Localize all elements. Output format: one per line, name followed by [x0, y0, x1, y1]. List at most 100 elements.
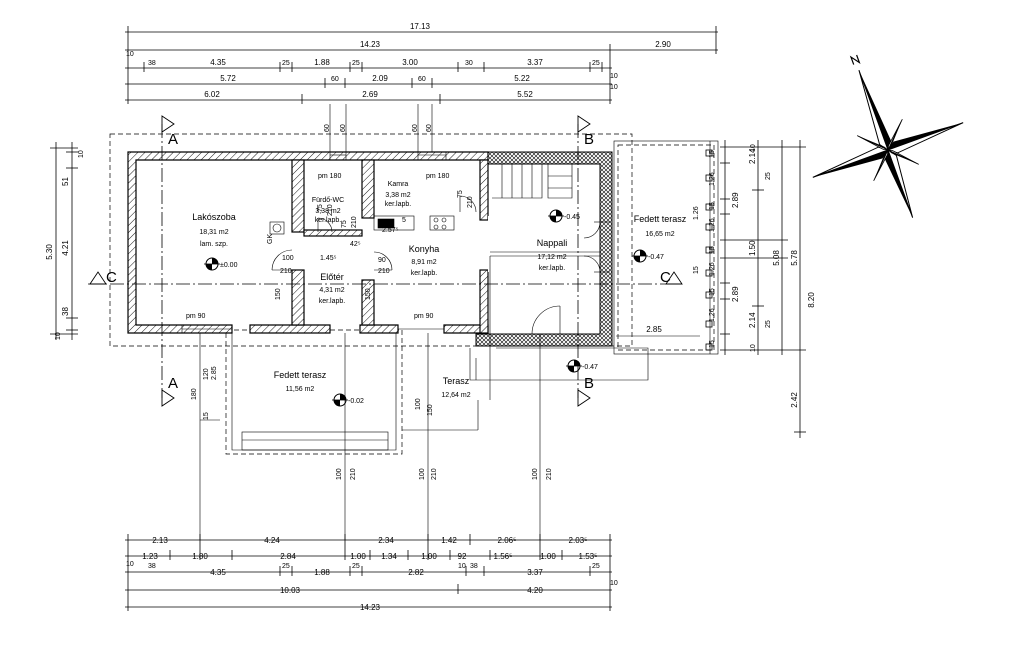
dim: 2.06⁵: [498, 536, 517, 545]
svg-text:ker.lapb.: ker.lapb.: [315, 217, 342, 224]
dim: pm 180: [426, 173, 449, 180]
dim: 8.20: [807, 292, 816, 308]
dim: 210: [546, 468, 553, 480]
windows: [181, 152, 447, 333]
dim: 1.26: [709, 262, 716, 276]
svg-text:Nappali: Nappali: [537, 238, 568, 248]
level-markers: ±0.00 -0.45 -0.47 -0.47 -0.02: [204, 209, 664, 407]
svg-text:ker.lapb.: ker.lapb.: [385, 201, 412, 208]
room-eloter: Előtér 4,31 m2 ker.lapb.: [319, 272, 346, 305]
dim: 25: [592, 563, 600, 570]
dim: 15: [709, 288, 716, 296]
dim: 2.89: [731, 192, 740, 208]
dim: 10: [610, 84, 618, 91]
right-dimensions: 15 1.26 15 1.26 15 1.26 15 1.26 15 1.26 …: [693, 140, 816, 438]
section-mark-b-bottom: B: [584, 375, 594, 392]
dim: 1.26: [709, 218, 716, 232]
dim: 100: [415, 398, 422, 410]
dim: 90: [378, 257, 386, 264]
room-furdo-wc: Fürdő-WC 3,38 m2 ker.lapb.: [312, 197, 344, 224]
section-mark-a-bottom: A: [168, 375, 178, 392]
dim: 15: [709, 150, 716, 158]
dim: 2.89: [731, 286, 740, 302]
dim: 25: [765, 320, 772, 328]
level-marker-icon: [332, 393, 348, 407]
dim: 38: [148, 563, 156, 570]
svg-text:12,64 m2: 12,64 m2: [441, 392, 470, 399]
section-lines: A A B B C C: [88, 115, 683, 407]
dim: 2.14: [748, 312, 757, 328]
dim-top-total: 17.13: [410, 22, 431, 31]
room-fedett-terasz-south: Fedett terasz 11,56 m2: [274, 370, 327, 393]
dim: 2.85: [646, 325, 662, 334]
dim: 15: [709, 246, 716, 254]
dim: 75: [457, 190, 464, 198]
dim: 10: [78, 150, 85, 158]
terrace-outlines: [109, 133, 719, 455]
dim: 1.56⁵: [494, 552, 513, 561]
dim: 4.35: [210, 58, 226, 67]
svg-text:-0.47: -0.47: [582, 364, 598, 371]
dim: 210: [280, 268, 292, 275]
room-kamra: Kamra 3,38 m2 ker.lapb.: [385, 181, 412, 208]
terrace-posts: [705, 149, 713, 351]
svg-text:-0.02: -0.02: [348, 398, 364, 405]
section-mark-a-top: A: [168, 131, 178, 148]
room-lakoszoba: Lakószoba 18,31 m2 lam. szp.: [192, 212, 236, 248]
dim: 210: [350, 468, 357, 480]
dim: 1.00: [350, 552, 366, 561]
dim: 60: [331, 76, 339, 83]
dim: 10: [126, 51, 134, 58]
svg-text:3,38 m2: 3,38 m2: [315, 208, 340, 215]
dim: 210: [378, 268, 390, 275]
doors: [271, 195, 610, 335]
dim: 5.22: [514, 74, 530, 83]
dim: 2.09: [372, 74, 388, 83]
dim: 10: [750, 344, 757, 352]
dim: 10: [458, 563, 466, 570]
dim: 5: [402, 217, 406, 224]
dim: 5.08: [772, 250, 781, 266]
svg-text:Kamra: Kamra: [388, 181, 409, 188]
dim: 210: [467, 196, 474, 208]
svg-text:Előtér: Előtér: [320, 272, 344, 282]
dim: 75: [317, 204, 324, 212]
dim: 5.72: [220, 74, 236, 83]
dim-top-r1-a: 14.23: [360, 40, 381, 49]
dim: 3.37: [527, 58, 543, 67]
svg-text:4,31 m2: 4,31 m2: [319, 287, 344, 294]
dim: 3.00: [402, 58, 418, 67]
dim: 10: [126, 561, 134, 568]
svg-text:16,65 m2: 16,65 m2: [645, 231, 674, 238]
dim: 150: [365, 288, 372, 300]
dim: 1.45⁵: [320, 255, 337, 262]
dim: 30: [465, 60, 473, 67]
svg-text:Konyha: Konyha: [409, 244, 440, 254]
dim: 1.88: [314, 568, 330, 577]
dim: 2.34: [378, 536, 394, 545]
dim: 10: [610, 73, 618, 80]
dim: 10: [750, 144, 757, 152]
svg-text:±0.00: ±0.00: [220, 262, 238, 269]
dim: 60: [324, 124, 331, 132]
dim: 25: [282, 563, 290, 570]
dim: 1.34: [381, 552, 397, 561]
dim: 2.14: [748, 148, 757, 164]
boiler-label: GK: [267, 234, 274, 244]
dim: 15: [203, 412, 210, 420]
dim: 15: [709, 340, 716, 348]
compass-icon: [812, 54, 964, 218]
bottom-dimensions: 2.13 4.24 2.34 1.42 2.06⁵ 2.03⁵ 1.23 1.8…: [125, 534, 618, 612]
dim: 38: [470, 563, 478, 570]
kitchen-counters: [269, 215, 455, 235]
dim: 4.35: [210, 568, 226, 577]
dim: 60: [412, 124, 419, 132]
dim: 2.85: [211, 366, 218, 380]
left-dimensions: 10 51 5.30 4.21 38 10: [45, 142, 85, 340]
dim: 10: [55, 332, 62, 340]
dim: 92: [458, 552, 467, 561]
dim-top-r1-b: 2.90: [655, 40, 671, 49]
svg-text:-0.47: -0.47: [648, 254, 664, 261]
leader-lines: [199, 104, 541, 540]
